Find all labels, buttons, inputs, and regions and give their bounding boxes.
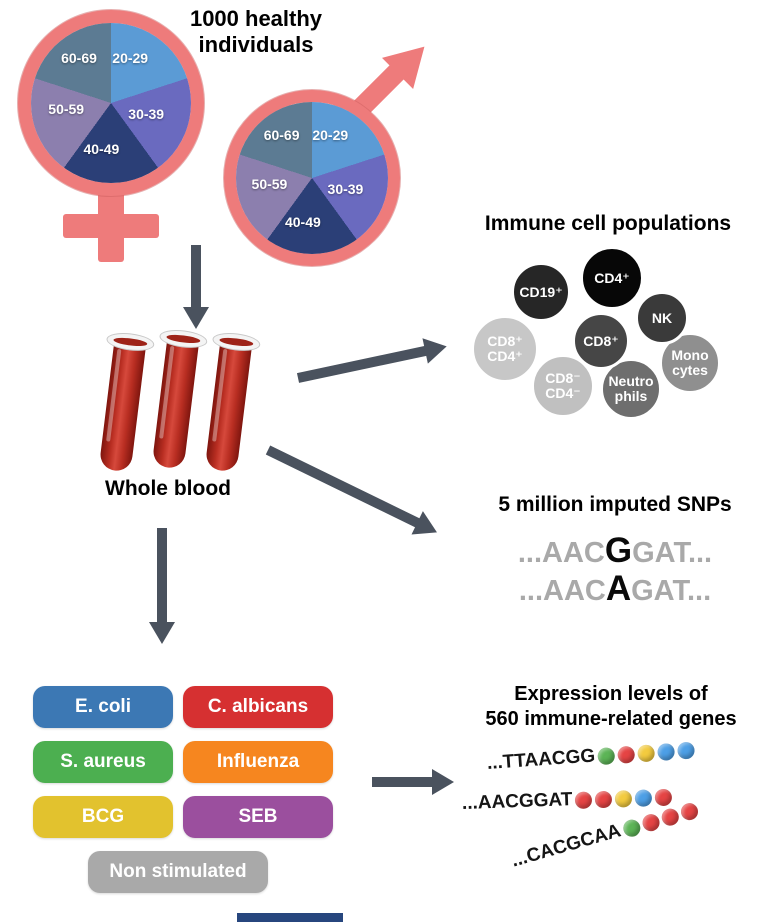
expression-dot: [677, 740, 696, 760]
snps-title: 5 million imputed SNPs: [498, 493, 732, 516]
stimulus-bcg: BCG: [33, 796, 173, 838]
stimulus-seb: SEB: [183, 796, 333, 838]
age-label-40-49: 40-49: [83, 141, 120, 158]
sequence-suffix: GAT...: [632, 537, 713, 569]
arrow-individuals-to-blood: [183, 245, 209, 329]
arrow-head: [422, 333, 450, 364]
expression-dot: [678, 800, 700, 822]
age-label-50-59: 50-59: [48, 101, 85, 118]
arrow-stimulations-to-expression: [372, 769, 454, 795]
expression-dot: [575, 790, 593, 809]
tube-body: [98, 340, 147, 473]
expression-dot: [637, 743, 656, 762]
arrow-head: [183, 307, 209, 329]
arrow-shaft: [157, 528, 167, 624]
age-label-50-59: 50-59: [251, 176, 288, 193]
expression-title-line1: Expression levels of: [514, 683, 708, 705]
age-label-40-49: 40-49: [284, 214, 321, 231]
immune-cells-title: Immune cell populations: [484, 212, 732, 235]
blood-tube-icon: [145, 327, 209, 471]
expression-dot: [659, 806, 681, 828]
tube-body: [151, 337, 200, 470]
cropped-bottom-bar: [237, 913, 343, 922]
cell-label: NK: [651, 309, 673, 326]
female-symbol-icon: 20-29 30-39 40-49 50-59 60-69: [18, 10, 204, 196]
cell-label: CD19⁺: [519, 283, 563, 300]
blood-tube-icon: [198, 330, 262, 474]
expression-dot: [657, 742, 676, 761]
expression-dot: [595, 790, 613, 808]
expression-dot: [615, 789, 633, 808]
age-label-60-69: 60-69: [61, 50, 97, 67]
expression-sequence-1: ...TTAACGG: [486, 738, 696, 774]
cell-label: CD8⁻: [545, 370, 581, 387]
age-label-30-39: 30-39: [128, 106, 165, 123]
age-label-20-29: 20-29: [312, 127, 349, 144]
gene-sequence-text: ...CACGCAA: [508, 820, 624, 872]
cell-nk: NK: [635, 291, 689, 345]
arrow-shaft: [191, 245, 201, 309]
male-symbol-icon: 20-29 30-39 40-49 50-59 60-69: [224, 90, 400, 266]
cell-cd4: CD4⁺: [580, 246, 644, 310]
blood-tube-icon: [92, 330, 156, 474]
expression-dot: [621, 817, 643, 839]
expression-dot: [655, 788, 673, 806]
sequence-suffix: GAT...: [631, 575, 712, 607]
whole-blood-label: Whole blood: [105, 477, 231, 500]
age-pie: 20-29 30-39 40-49 50-59 60-69: [236, 102, 388, 254]
arrow-shaft: [296, 345, 429, 383]
arrow-blood-to-cells: [295, 333, 450, 391]
expression-dot: [597, 746, 616, 765]
arrow-head: [432, 769, 454, 795]
cell-label: CD4⁺: [487, 348, 523, 364]
age-label-30-39: 30-39: [327, 180, 364, 197]
cell-label: Mono: [671, 347, 709, 364]
stimulus-c-albicans: C. albicans: [183, 686, 333, 728]
snp-variant-allele: G: [604, 531, 633, 570]
cell-label: CD4⁻: [545, 385, 581, 401]
gene-sequence-text: ...AACGGAT: [461, 789, 573, 814]
arrow-shaft: [265, 445, 422, 529]
expression-title: Expression levels of 560 immune-related …: [458, 682, 764, 732]
arrow-blood-to-snps: [262, 438, 443, 545]
tube-body: [204, 340, 253, 473]
cell-cd8: CD8⁺: [572, 312, 630, 370]
cell-cd19: CD19⁺: [511, 262, 571, 322]
arrow-shaft: [372, 777, 434, 787]
cohort-title: 1000 healthy individuals: [189, 6, 323, 58]
cell-monocytes: Mono cytes: [659, 332, 721, 394]
arrow-blood-to-stimulations: [149, 528, 175, 644]
arrow-head: [149, 622, 175, 644]
stimulus-non-stimulated: Non stimulated: [88, 851, 268, 893]
stimulus-s-aureus: S. aureus: [33, 741, 173, 783]
cell-label: CD4⁺: [594, 269, 630, 286]
age-label-60-69: 60-69: [263, 127, 300, 144]
sequence-prefix: ...AAC: [518, 575, 606, 607]
cell-cd8pos-cd4pos: CD8⁺ CD4⁺: [471, 315, 539, 383]
snp-sequence-2: ...AACAGAT...: [470, 569, 760, 609]
gene-sequence-text: ...TTAACGG: [486, 745, 596, 774]
expression-dot: [640, 811, 662, 833]
cell-label: cytes: [672, 362, 708, 378]
female-symbol-crossbar: [63, 214, 159, 238]
expression-sequence-2: ...AACGGAT: [462, 786, 673, 815]
cell-label: CD8⁺: [583, 332, 619, 349]
age-pie: 20-29 30-39 40-49 50-59 60-69: [31, 23, 191, 183]
cell-label: CD8⁺: [487, 333, 523, 350]
cell-label: phils: [614, 388, 648, 404]
age-label-20-29: 20-29: [112, 50, 149, 67]
stimulus-influenza: Influenza: [183, 741, 333, 783]
expression-title-line2: 560 immune-related genes: [485, 708, 737, 730]
snp-sequence-1: ...AACGGAT...: [470, 531, 760, 571]
stimulus-e-coli: E. coli: [33, 686, 173, 728]
sequence-prefix: ...AAC: [517, 537, 605, 569]
cell-label: Neutro: [608, 373, 654, 390]
snp-variant-allele: A: [605, 569, 632, 608]
expression-dot: [617, 745, 636, 764]
expression-dot: [635, 788, 653, 807]
